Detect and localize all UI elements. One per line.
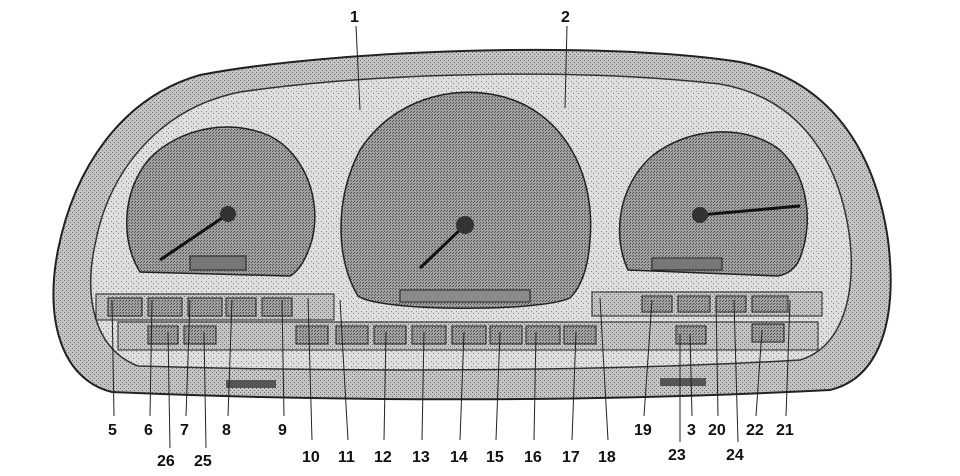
callout-12: 12 — [374, 449, 392, 466]
callout-numbers: 1 2 5 6 7 8 9 10 11 12 13 14 15 16 17 18… — [108, 9, 794, 470]
warning-lamp — [187, 297, 223, 317]
warning-lamp — [411, 325, 447, 345]
warning-lamp — [715, 295, 747, 313]
warning-lamp — [751, 323, 785, 343]
warning-lamp — [335, 325, 369, 345]
callout-2: 2 — [561, 9, 570, 26]
right-gauge-needle — [699, 204, 801, 217]
left-gauge-needle — [159, 212, 229, 262]
warning-lamp — [563, 325, 597, 345]
callout-17: 17 — [562, 449, 580, 466]
warning-lamp — [525, 325, 561, 345]
callout-23: 23 — [668, 447, 686, 464]
callout-13: 13 — [412, 449, 430, 466]
callout-1: 1 — [350, 9, 359, 26]
warning-lamp — [147, 297, 183, 317]
callout-24: 24 — [726, 447, 744, 464]
warning-lamp — [641, 295, 673, 313]
callout-16: 16 — [524, 449, 542, 466]
callout-11: 11 — [338, 449, 355, 466]
callout-3: 3 — [687, 422, 696, 439]
callout-8: 8 — [222, 422, 231, 439]
warning-lamp — [261, 297, 293, 317]
callout-9: 9 — [278, 422, 287, 439]
callout-7: 7 — [180, 422, 189, 439]
callout-6: 6 — [144, 422, 153, 439]
callout-25: 25 — [194, 453, 212, 470]
leader-lines — [111, 25, 791, 449]
callout-15: 15 — [486, 449, 504, 466]
warning-lamp — [183, 325, 217, 345]
warning-lamp — [147, 325, 179, 345]
warning-lamp — [373, 325, 407, 345]
callout-21: 21 — [776, 422, 794, 439]
warning-lamp — [295, 325, 329, 345]
callout-5: 5 — [108, 422, 117, 439]
warning-lamp — [675, 325, 707, 345]
callout-22: 22 — [746, 422, 764, 439]
left-gauge — [125, 126, 316, 277]
right-bottom-tab — [660, 378, 706, 386]
callout-19: 19 — [634, 422, 652, 439]
warning-lamp — [225, 297, 257, 317]
center-gauge — [340, 91, 592, 310]
center-gauge-needle — [418, 223, 467, 270]
callout-26: 26 — [157, 453, 175, 470]
warning-lamp — [489, 325, 523, 345]
callout-20: 20 — [708, 422, 726, 439]
warning-lamp — [751, 295, 789, 313]
warning-lamp — [107, 297, 143, 317]
warning-lamp — [677, 295, 711, 313]
right-gauge — [618, 131, 809, 277]
warning-lamp — [451, 325, 487, 345]
left-bottom-tab — [226, 380, 276, 388]
callout-10: 10 — [302, 449, 320, 466]
callout-18: 18 — [598, 449, 616, 466]
callout-14: 14 — [450, 449, 468, 466]
warning-lamp-strip — [95, 291, 823, 351]
